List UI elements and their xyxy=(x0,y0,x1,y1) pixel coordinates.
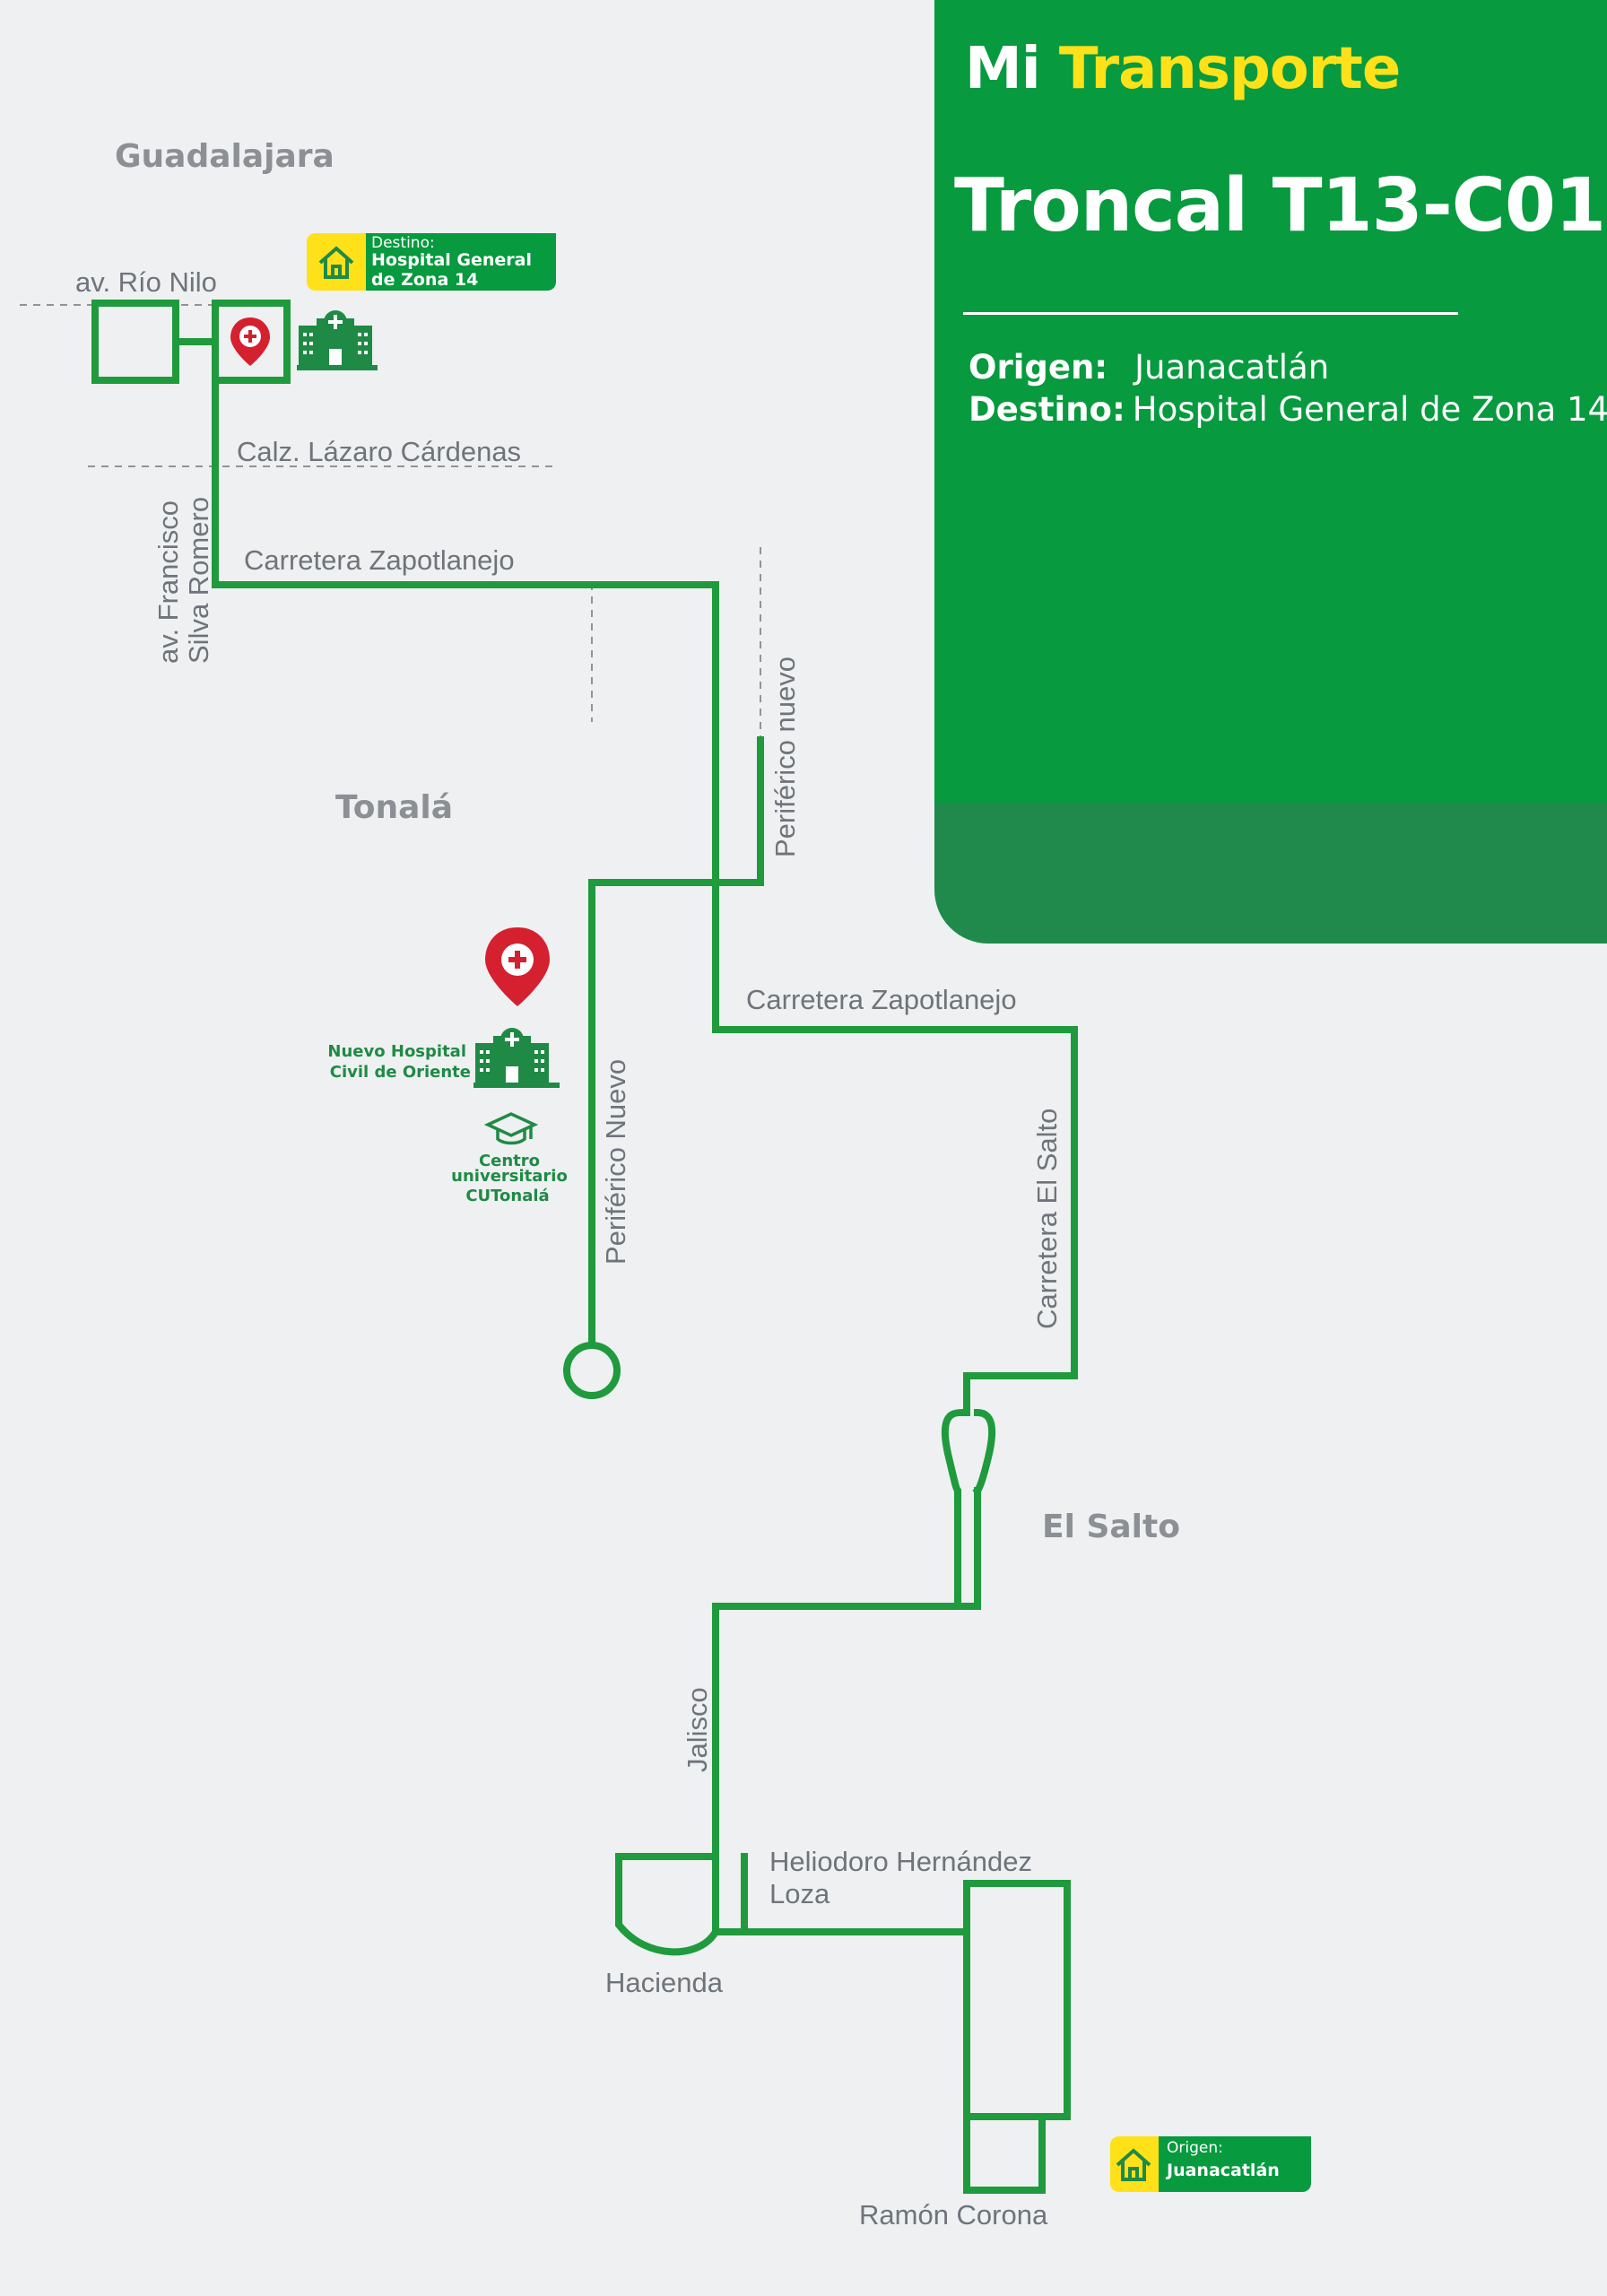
hospital-civil-label-line2: Civil de Oriente xyxy=(330,1063,471,1082)
route-main-path xyxy=(172,338,1078,1935)
street-label-heliodoro-line2: Loza xyxy=(769,1878,830,1909)
home-icon xyxy=(318,246,354,279)
route-name: Troncal T13-C01 xyxy=(954,163,1606,248)
graduation-cap-icon xyxy=(483,1112,539,1145)
route-loop-origin xyxy=(963,2113,1046,2194)
home-icon-origin xyxy=(1116,2148,1151,2181)
hospital-building-icon-civil xyxy=(473,1028,560,1088)
destination-tag-line2: de Zona 14 xyxy=(371,270,478,290)
origin-tag-name: Juanacatlán xyxy=(1165,2161,1280,2180)
brand-part1: Mi xyxy=(965,36,1041,102)
street-label-periferico-nuevo-right: Periférico nuevo xyxy=(769,657,801,857)
university-label-line3: CUTonalá xyxy=(465,1187,549,1205)
brand-logo: Mi Transporte xyxy=(965,36,1401,102)
street-label-ramon-corona: Ramón Corona xyxy=(859,2199,1048,2231)
hospital-civil-label-line1: Nuevo Hospital xyxy=(327,1042,466,1061)
route-periferico-path xyxy=(588,736,764,1346)
street-label-lazaro-cardenas: Calz. Lázaro Cárdenas xyxy=(237,436,521,467)
university-label-line1: Centro xyxy=(479,1152,540,1170)
destination-tag-line1: Hospital General xyxy=(371,250,532,270)
city-label-el-salto: El Salto xyxy=(1042,1509,1180,1545)
destination-tag-label: Destino: xyxy=(371,234,435,252)
origin-tag: Origen: Juanacatlán xyxy=(1110,2136,1311,2192)
street-label-zapotlanejo-mid: Carretera Zapotlanejo xyxy=(746,984,1017,1015)
destination-label: Destino: xyxy=(969,390,1125,429)
city-label-guadalajara: Guadalajara xyxy=(115,138,334,175)
street-label-jalisco: Jalisco xyxy=(682,1687,713,1772)
destination-value: Hospital General de Zona 14 xyxy=(1132,390,1607,429)
brand-part2: Transporte xyxy=(1058,36,1401,102)
route-hacienda-loop xyxy=(615,1853,719,1956)
street-label-el-salto-road: Carretera El Salto xyxy=(1031,1109,1063,1329)
street-label-silva-romero-line2: Silva Romero xyxy=(183,497,214,664)
header-top-band xyxy=(934,0,1607,803)
route-loop-rio-nilo xyxy=(91,300,179,384)
street-label-silva-romero-line1: av. Francisco xyxy=(152,500,184,664)
route-end-circle xyxy=(563,1342,621,1399)
route-header-panel: Mi Transporte Troncal T13-C01 Origen: Jua… xyxy=(934,0,1607,944)
destination-tag: Destino: Hospital General de Zona 14 xyxy=(307,233,556,291)
street-label-hacienda: Hacienda xyxy=(605,1967,724,1998)
route-salto-loop xyxy=(941,1408,996,1610)
cross-streets xyxy=(20,304,761,740)
hospital-building-icon xyxy=(297,310,378,370)
origin-value: Juanacatlán xyxy=(1134,348,1330,387)
header-divider xyxy=(963,312,1458,315)
street-label-heliodoro-line1: Heliodoro Hernández xyxy=(769,1846,1032,1877)
origin-label: Origen: xyxy=(969,348,1108,387)
origin-row: Origen: Juanacatlán xyxy=(969,348,1329,387)
university-label-line2: universitario xyxy=(451,1167,568,1186)
destination-row: Destino:Hospital General de Zona 14 xyxy=(969,390,1607,429)
route-line xyxy=(91,300,1078,2194)
street-label-rio-nilo: av. Río Nilo xyxy=(75,266,217,298)
street-label-zapotlanejo-top: Carretera Zapotlanejo xyxy=(244,544,515,576)
city-label-tonala: Tonalá xyxy=(335,789,453,826)
street-label-periferico-nuevo-left: Periférico Nuevo xyxy=(600,1059,631,1265)
origin-tag-label: Origen: xyxy=(1167,2139,1223,2157)
destination-pin-icon xyxy=(230,317,270,366)
location-pin-icon xyxy=(485,927,550,1006)
street-label-silva-romero: av. Francisco Silva Romero xyxy=(152,497,214,664)
route-loop-ramon-corona xyxy=(963,1880,1071,2120)
